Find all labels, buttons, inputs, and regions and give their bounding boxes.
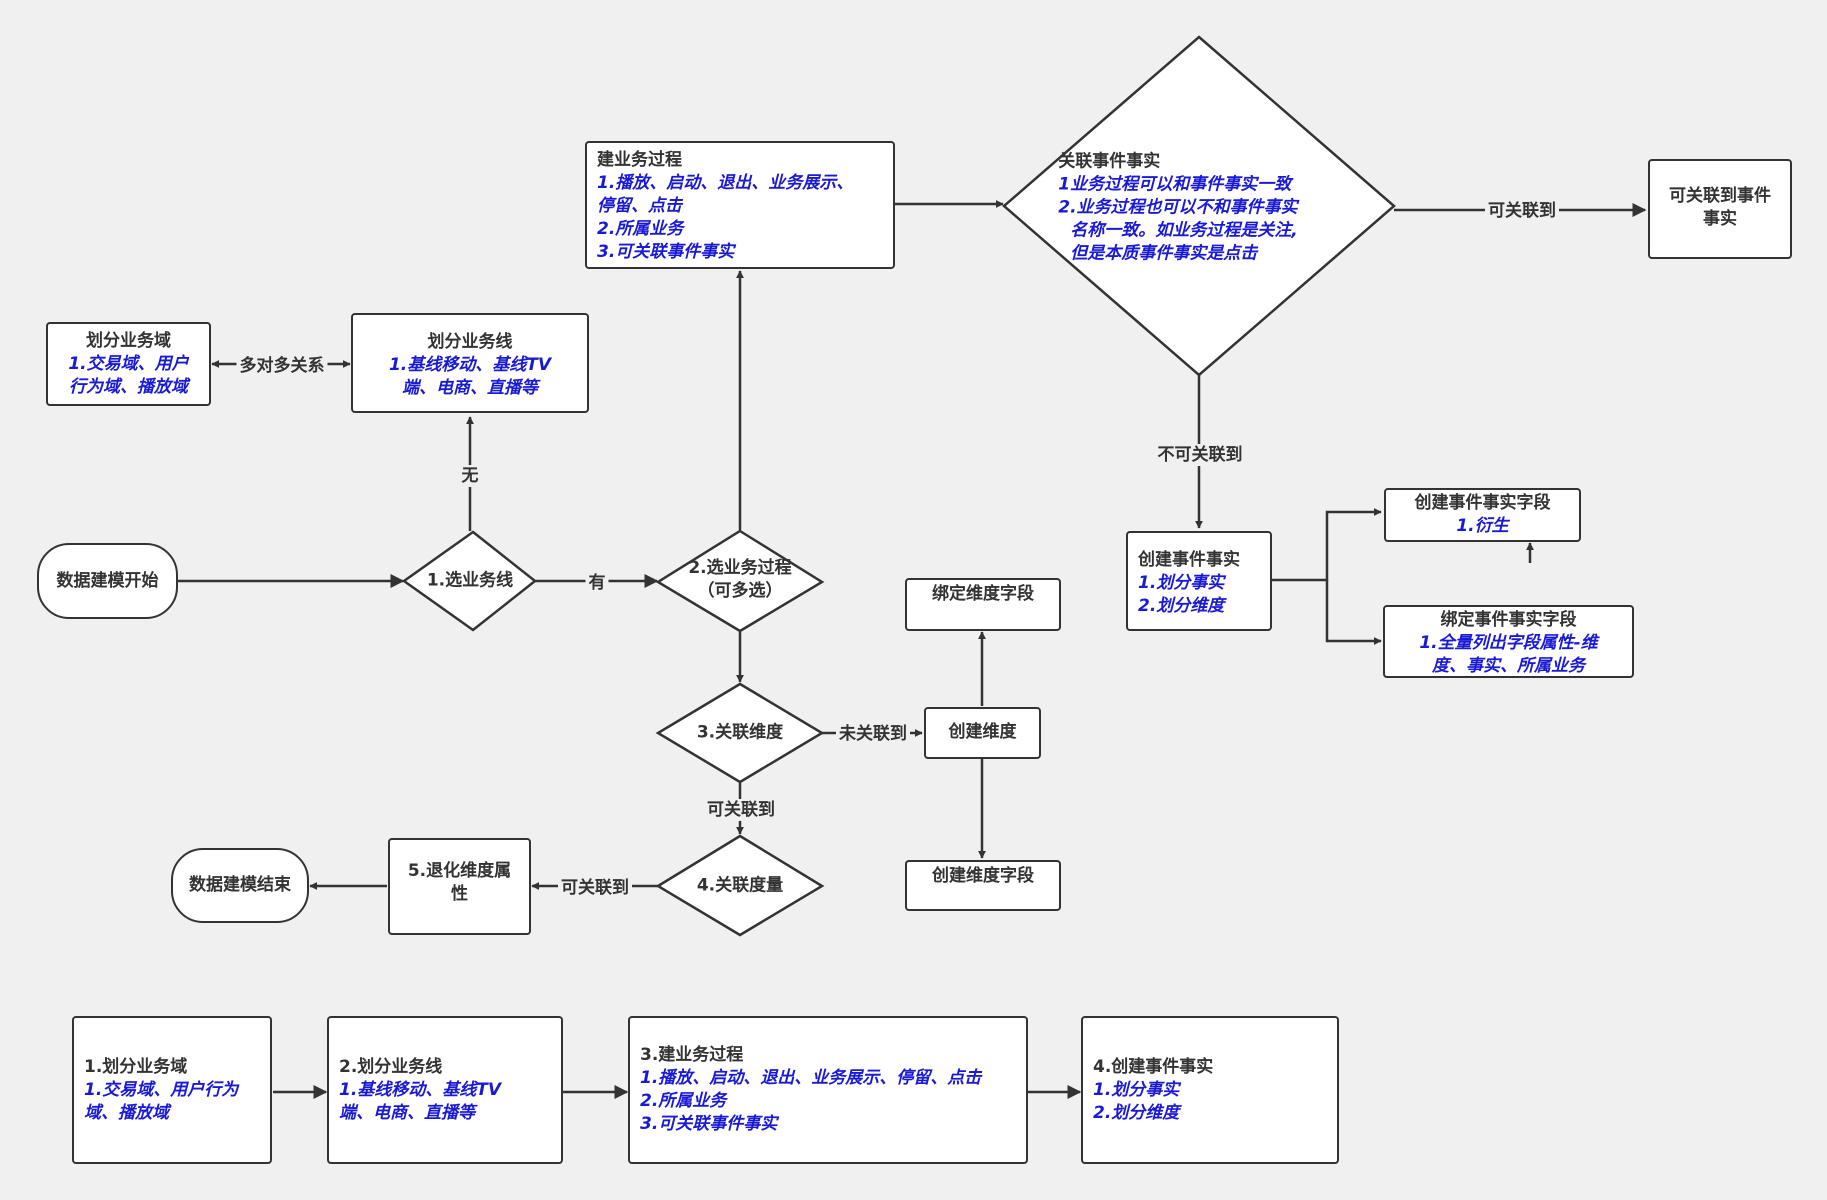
bind-event-field-item: 度、事实、所属业务 [1432, 656, 1585, 676]
edge-label-linkable-dim: 可关联到 [704, 799, 778, 821]
create-event-list: 1.划分事实 2.划分维度 [1138, 572, 1260, 618]
summary-step-2: 2.划分业务线 1.基线移动、基线TV 端、电商、直播等 [327, 1016, 563, 1164]
bind-event-field-title: 绑定事件事实字段 [1440, 610, 1577, 630]
summary-step-title: 2.划分业务线 [339, 1057, 443, 1077]
bind-event-field-item: 1.全量列出字段属性-维 [1419, 633, 1598, 653]
degrade-dim-line1: 5.退化维度属 [407, 861, 512, 881]
divide-line-item: 1.基线移动、基线TV [388, 355, 552, 375]
build-process-item: 停留、点击 [597, 196, 682, 216]
select-line-decision [401, 530, 538, 632]
bind-dim-field-box: 绑定维度字段 [905, 578, 1061, 631]
select-process-line1: 2.选业务过程 [688, 558, 792, 578]
divide-line-list: 1.基线移动、基线TV 端、电商、直播等 [363, 354, 577, 400]
build-process-item: 2.所属业务 [597, 219, 684, 239]
summary-step-item: 1.划分事实 [1093, 1080, 1180, 1100]
build-process-title: 建业务过程 [597, 150, 682, 170]
edge-label-has: 有 [585, 572, 609, 594]
summary-step-list: 1.划分事实 2.划分维度 [1093, 1079, 1327, 1125]
create-dim-field-label: 创建维度字段 [932, 866, 1034, 886]
degrade-dim-box: 5.退化维度属 性 [388, 838, 531, 935]
end-label: 数据建模结束 [189, 875, 291, 895]
edge-label-not-linkable: 不可关联到 [1154, 444, 1246, 466]
assoc-measure-decision [655, 834, 825, 937]
divide-domain-item: 1.交易域、用户 [68, 354, 189, 374]
edge-label-many-to-many: 多对多关系 [236, 355, 328, 377]
create-dim-field-box: 创建维度字段 [905, 860, 1061, 911]
create-event-field-title: 创建事件事实字段 [1414, 493, 1551, 513]
assoc-event-item-1: 1业务过程可以和事件事实一致 [1058, 174, 1292, 195]
summary-step-1: 1.划分业务域 1.交易域、用户行为 域、播放域 [72, 1016, 272, 1164]
create-dim-label: 创建维度 [948, 722, 1017, 742]
summary-step-title: 4.创建事件事实 [1093, 1057, 1214, 1077]
edge-label-linkable-event: 可关联到 [1485, 200, 1559, 222]
summary-step-title: 1.划分业务域 [84, 1057, 188, 1077]
start-terminal: 数据建模开始 [37, 543, 178, 619]
assoc-event-label: 关联事件事实 1业务过程可以和事件事实一致 2.业务过程也可以不和事件事实 名称… [1058, 151, 1297, 266]
bind-event-field-list: 1.全量列出字段属性-维 度、事实、所属业务 [1395, 632, 1622, 678]
select-process-decision [655, 529, 825, 633]
bind-dim-field-label: 绑定维度字段 [932, 584, 1034, 604]
summary-step-4: 4.创建事件事实 1.划分事实 2.划分维度 [1081, 1016, 1339, 1164]
build-process-item: 3.可关联事件事实 [597, 242, 735, 262]
can-link-event-line2: 事实 [1703, 209, 1737, 229]
divide-line-item: 端、电商、直播等 [402, 378, 538, 398]
edge-label-not-linked: 未关联到 [836, 723, 910, 745]
create-event-field-box: 创建事件事实字段 1.衍生 [1384, 488, 1581, 542]
assoc-event-item-2: 2.业务过程也可以不和事件事实 [1058, 197, 1298, 218]
can-link-event-line1: 可关联到事件 [1669, 186, 1771, 206]
edge-label-none: 无 [458, 465, 482, 487]
edge-create-event-to-fields [1272, 508, 1382, 582]
divide-domain-list: 1.交易域、用户 行为域、播放域 [58, 353, 199, 399]
summary-step-list: 1.基线移动、基线TV 端、电商、直播等 [339, 1079, 551, 1125]
summary-step-item: 2.划分维度 [1093, 1103, 1180, 1123]
summary-step-item: 域、播放域 [84, 1103, 169, 1123]
assoc-dim-label: 3.关联维度 [696, 722, 784, 743]
create-event-item: 2.划分维度 [1138, 596, 1225, 616]
build-process-list: 1.播放、启动、退出、业务展示、 停留、点击 2.所属业务 3.可关联事件事实 [597, 172, 883, 264]
edge-create-event-to-bind-field [1325, 580, 1382, 645]
create-event-item: 1.划分事实 [1138, 573, 1225, 593]
end-terminal: 数据建模结束 [171, 848, 309, 923]
summary-step-item: 端、电商、直播等 [339, 1103, 475, 1123]
summary-step-list: 1.交易域、用户行为 域、播放域 [84, 1079, 260, 1125]
summary-step-title: 3.建业务过程 [640, 1045, 744, 1065]
create-event-box: 创建事件事实 1.划分事实 2.划分维度 [1126, 531, 1272, 631]
divide-domain-title: 划分业务域 [86, 331, 171, 351]
divide-domain-item: 行为域、播放域 [69, 377, 188, 397]
edge-label-linkable-measure: 可关联到 [558, 877, 632, 899]
assoc-event-title: 关联事件事实 [1058, 151, 1161, 172]
create-event-field-item: 1.衍生 [1456, 516, 1509, 536]
divide-line-box: 划分业务线 1.基线移动、基线TV 端、电商、直播等 [351, 313, 589, 413]
bind-event-field-box: 绑定事件事实字段 1.全量列出字段属性-维 度、事实、所属业务 [1383, 605, 1634, 678]
summary-step-item: 1.基线移动、基线TV [339, 1080, 502, 1100]
can-link-event-box: 可关联到事件 事实 [1648, 159, 1792, 259]
summary-step-list: 1.播放、启动、退出、业务展示、停留、点击 2.所属业务 3.可关联事件事实 [640, 1067, 1016, 1136]
summary-step-3: 3.建业务过程 1.播放、启动、退出、业务展示、停留、点击 2.所属业务 3.可… [628, 1016, 1028, 1164]
select-line-label: 1.选业务线 [426, 570, 514, 591]
summary-step-item: 1.播放、启动、退出、业务展示、停留、点击 [640, 1068, 982, 1088]
select-process-label: 2.选业务过程 （可多选） [688, 557, 791, 603]
start-label: 数据建模开始 [56, 570, 159, 591]
build-process-item: 1.播放、启动、退出、业务展示、 [597, 173, 854, 193]
summary-step-item: 2.所属业务 [640, 1091, 727, 1111]
build-process-box: 建业务过程 1.播放、启动、退出、业务展示、 停留、点击 2.所属业务 3.可关… [585, 141, 895, 269]
divide-line-title: 划分业务线 [427, 332, 513, 352]
create-event-field-list: 1.衍生 [1396, 515, 1569, 538]
degrade-dim-line2: 性 [451, 884, 468, 904]
assoc-measure-label: 4.关联度量 [696, 875, 784, 896]
select-process-line2: （可多选） [697, 581, 783, 601]
assoc-event-item-3: 名称一致。如业务过程是关注, [1070, 220, 1298, 241]
summary-step-item: 3.可关联事件事实 [640, 1114, 778, 1134]
assoc-event-item-4: 但是本质事件事实是点击 [1070, 243, 1258, 264]
divide-domain-box: 划分业务域 1.交易域、用户 行为域、播放域 [46, 322, 211, 406]
create-dim-box: 创建维度 [924, 707, 1041, 759]
summary-step-item: 1.交易域、用户行为 [84, 1080, 239, 1100]
create-event-title: 创建事件事实 [1138, 550, 1240, 570]
